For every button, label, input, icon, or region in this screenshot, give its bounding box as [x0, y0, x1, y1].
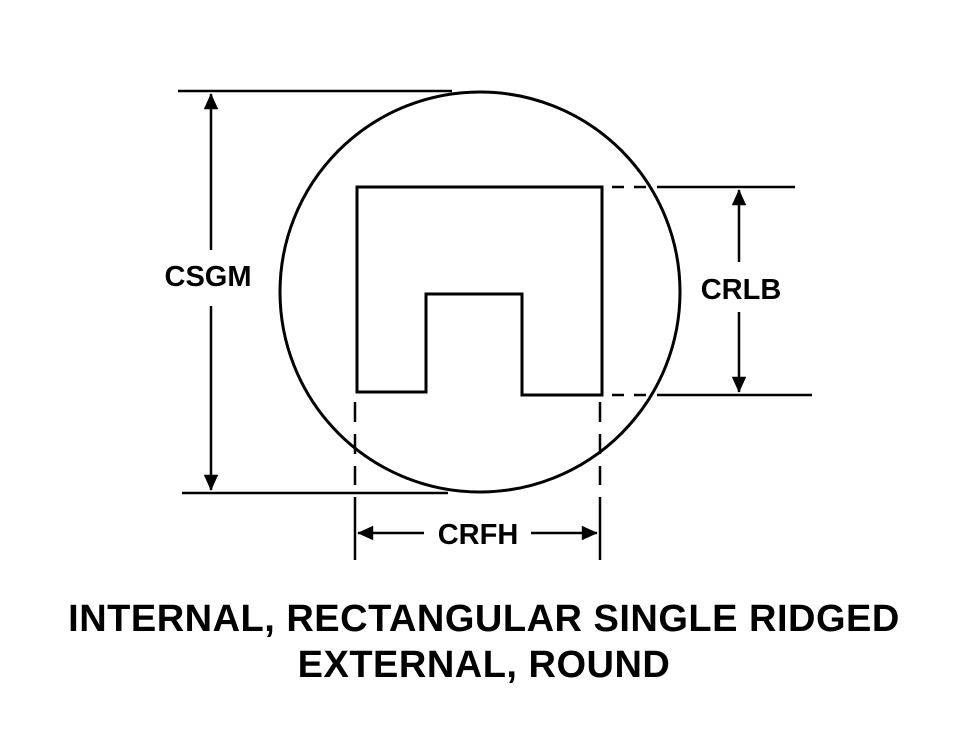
crlb-label: CRLB [701, 274, 782, 306]
crfh-label: CRFH [438, 519, 519, 551]
caption-line-1: INTERNAL, RECTANGULAR SINGLE RIDGED [68, 598, 900, 640]
crlb-dimension: CRLB [612, 185, 812, 397]
crfh-dimension: CRFH [353, 402, 602, 560]
internal-single-ridged-outline [355, 185, 604, 397]
csgm-label: CSGM [165, 261, 252, 293]
external-round-outline [278, 90, 682, 494]
caption-line-2: EXTERNAL, ROUND [297, 644, 671, 686]
csgm-dimension: CSGM [165, 89, 452, 495]
